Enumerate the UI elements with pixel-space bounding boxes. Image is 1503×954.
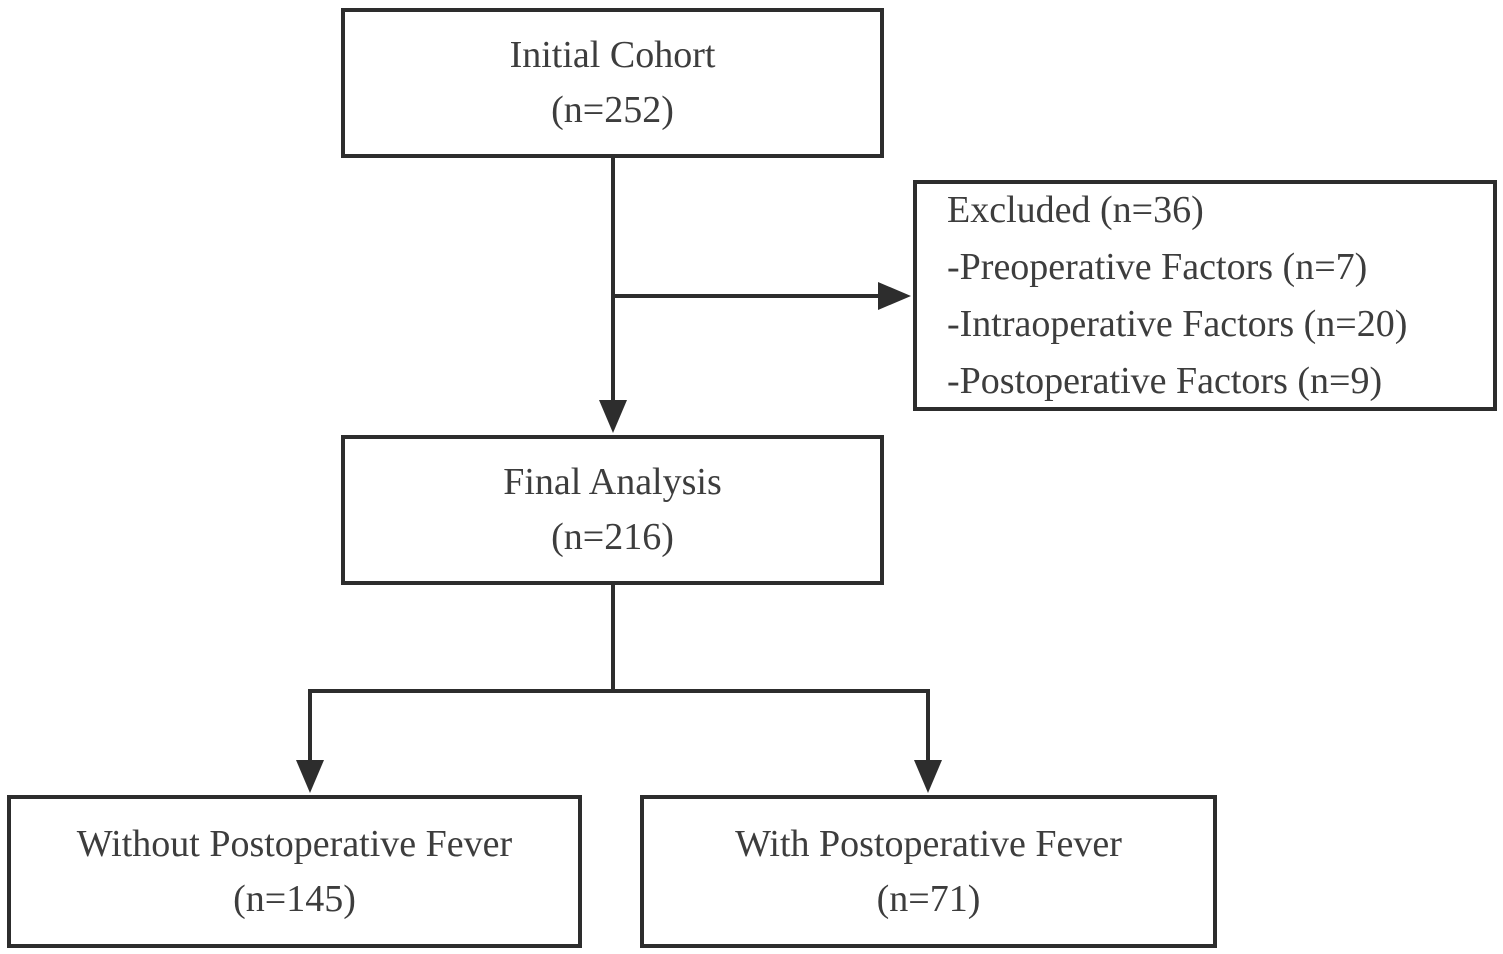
node-with-fever-count: (n=71) — [876, 877, 981, 920]
arrow-split-to-without-fever — [296, 689, 324, 793]
node-without-postoperative-fever: Without Postoperative Fever (n=145) — [7, 795, 582, 948]
arrow-split-to-with-fever — [914, 689, 942, 793]
node-excluded: Excluded (n=36) -Preoperative Factors (n… — [913, 180, 1497, 411]
node-with-fever-label: With Postoperative Fever — [735, 822, 1122, 865]
node-initial-cohort: Initial Cohort (n=252) — [341, 8, 884, 158]
node-without-fever-label: Without Postoperative Fever — [76, 822, 513, 865]
arrow-initial-to-final — [599, 158, 627, 433]
node-excluded-item: -Preoperative Factors (n=7) — [947, 245, 1368, 288]
node-final-analysis-label: Final Analysis — [503, 461, 722, 503]
node-final-analysis-count: (n=216) — [551, 516, 674, 558]
node-excluded-item: -Postoperative Factors (n=9) — [947, 359, 1383, 402]
node-final-analysis: Final Analysis (n=216) — [341, 435, 884, 585]
node-excluded-item: -Intraoperative Factors (n=20) — [947, 302, 1408, 345]
node-initial-cohort-label: Initial Cohort — [509, 34, 716, 76]
node-with-postoperative-fever: With Postoperative Fever (n=71) — [640, 795, 1217, 948]
node-initial-cohort-count: (n=252) — [551, 89, 674, 131]
node-excluded-header: Excluded (n=36) — [947, 188, 1204, 231]
node-without-fever-count: (n=145) — [233, 877, 356, 920]
arrow-initial-to-excluded — [613, 282, 911, 310]
arrow-final-to-split — [310, 585, 928, 693]
